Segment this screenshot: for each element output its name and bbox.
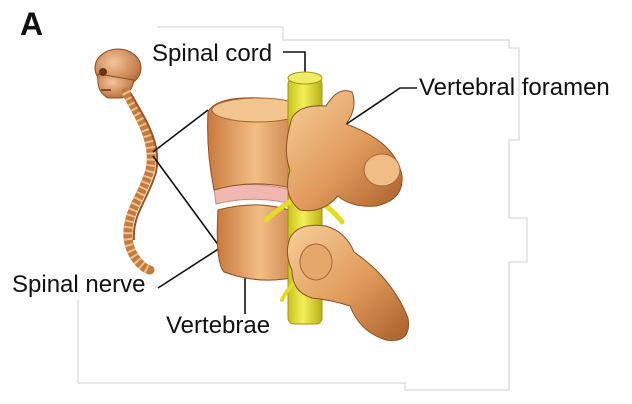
label-vertebrae: Vertebrae (166, 314, 270, 338)
panel-letter: A (20, 8, 43, 40)
label-spinal-nerve: Spinal nerve (12, 273, 145, 297)
vertebrae-illustration (208, 72, 409, 341)
upper-vertebral-arch (286, 91, 402, 211)
leader-vertebral-foramen (345, 88, 417, 125)
leader-spinal-cord (283, 52, 305, 72)
zoom-line-top (153, 110, 208, 152)
spine-column (126, 92, 157, 270)
skeleton-thumbnail (95, 49, 157, 270)
label-vertebral-foramen: Vertebral foramen (419, 76, 610, 100)
skull (95, 49, 141, 98)
label-spinal-cord: Spinal cord (152, 42, 272, 66)
